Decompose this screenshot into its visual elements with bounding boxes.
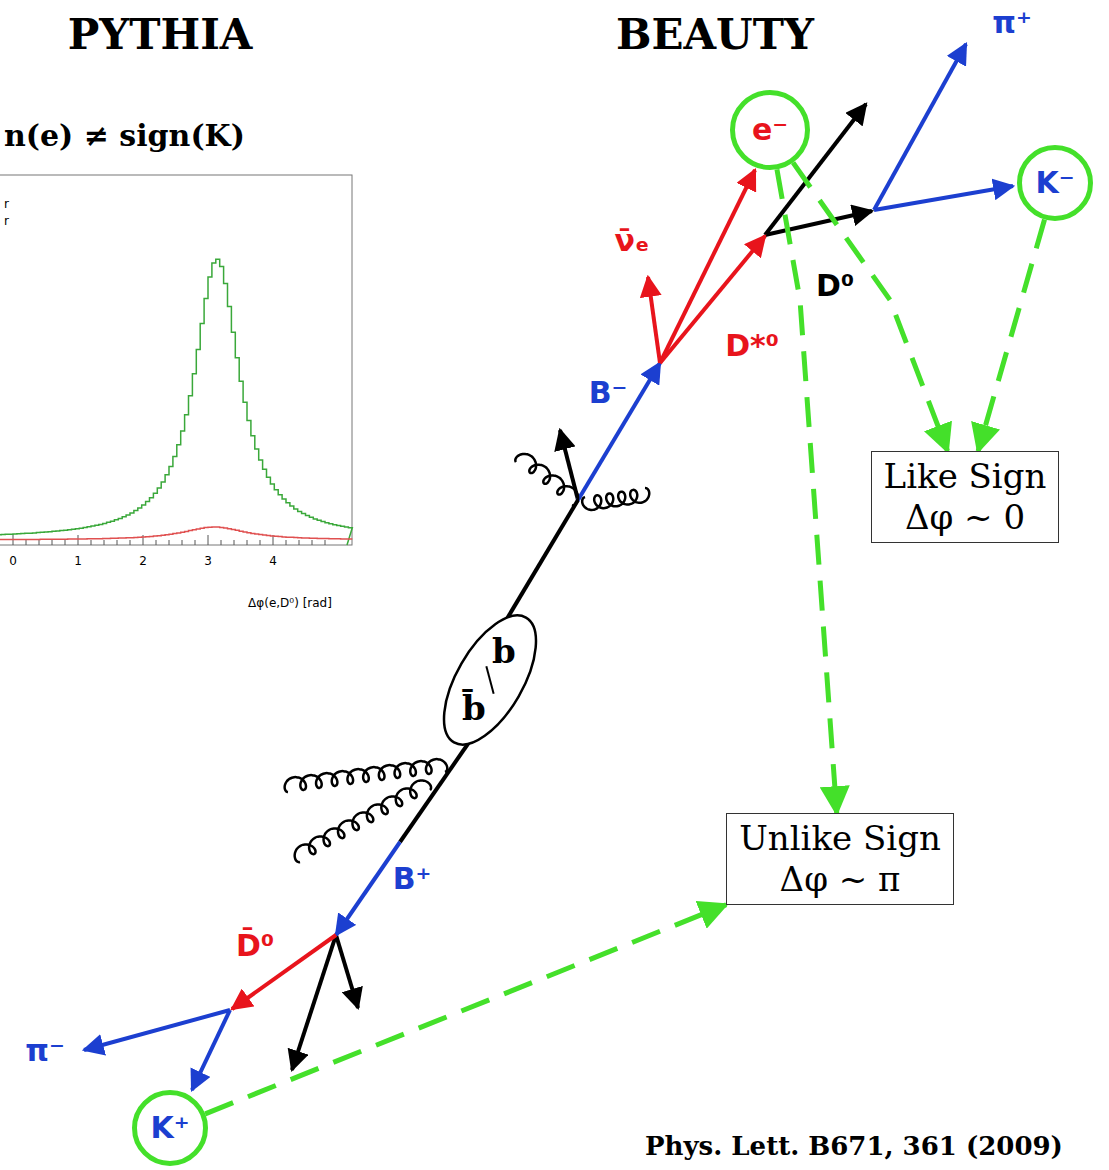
b-meson-arrow <box>578 363 660 500</box>
quark-pair-ellipse: bb̄ <box>435 605 545 755</box>
plot-frame <box>0 175 352 545</box>
dashed-connector <box>978 220 1044 452</box>
tick-mark <box>117 540 118 545</box>
text-label: PYTHIA <box>68 12 253 58</box>
node-text: Unlike Sign <box>739 818 941 859</box>
note-box: Unlike SignΔφ ~ π <box>726 813 954 905</box>
tick-mark <box>208 535 209 545</box>
tick-mark <box>52 540 53 545</box>
node-text: K⁺ <box>150 1110 189 1146</box>
text-label: BEAUTY <box>616 12 814 58</box>
dashed-connector <box>777 169 837 813</box>
text-label: ν̄ₑ <box>615 224 650 257</box>
text-label: r <box>4 198 9 211</box>
text-label: Δφ(e,D⁰) [rad] <box>248 597 332 610</box>
gluon-curl <box>515 454 578 505</box>
tick-mark <box>299 540 300 545</box>
pion-arrow <box>874 44 966 210</box>
dashed-connector <box>205 905 726 1114</box>
text-label: D*⁰ <box>725 329 779 362</box>
gluon-curl <box>295 780 431 862</box>
tick-mark <box>325 540 326 545</box>
tick-mark <box>130 540 131 545</box>
d0-arrow <box>765 211 872 235</box>
particle-circle: K⁻ <box>1017 145 1093 221</box>
ellipse-outline <box>435 605 545 755</box>
text-label: π⁻ <box>25 1034 65 1067</box>
tick-mark <box>169 540 170 545</box>
text-label: 4 <box>269 555 277 568</box>
node-text: Δφ ~ 0 <box>905 497 1025 538</box>
kaon-arrow <box>192 1010 230 1090</box>
hadron-arrow <box>292 935 336 1070</box>
node-text: Δφ ~ π <box>780 859 901 900</box>
tick-mark <box>65 540 66 545</box>
tick-mark <box>312 540 313 545</box>
tick-mark <box>39 540 40 545</box>
gluon-lines <box>285 454 650 862</box>
tick-mark <box>91 540 92 545</box>
text-label: 2 <box>139 555 147 568</box>
node-text: e⁻ <box>752 112 788 148</box>
node-text: b <box>492 631 516 672</box>
tick-mark <box>195 540 196 545</box>
histogram-red <box>0 527 352 540</box>
text-label: r <box>4 215 9 228</box>
neutrino-arrow <box>648 277 660 363</box>
tick-mark <box>221 540 222 545</box>
tick-mark <box>104 540 105 545</box>
tick-mark <box>78 535 79 545</box>
quark-line <box>505 500 578 622</box>
node-text: Like Sign <box>884 456 1047 497</box>
citation-caption: Phys. Lett. B671, 361 (2009) <box>645 1132 1063 1161</box>
text-label: D̄⁰ <box>236 929 274 962</box>
tick-mark <box>247 540 248 545</box>
text-label: 1 <box>74 555 82 568</box>
hadron-arrow <box>336 935 358 1008</box>
text-label: π⁺ <box>992 6 1032 39</box>
dashed-connector <box>793 163 947 452</box>
text-label: 3 <box>204 555 212 568</box>
tick-mark <box>234 540 235 545</box>
text-label: D⁰ <box>816 269 854 302</box>
note-box: Like SignΔφ ~ 0 <box>871 451 1060 543</box>
gluon-curl <box>285 759 448 792</box>
tick-mark <box>182 540 183 545</box>
pion-arrow <box>84 1010 230 1050</box>
text-label: n(e) ≠ sign(K) <box>4 119 245 152</box>
text-label: 0 <box>9 555 17 568</box>
tick-mark <box>260 540 261 545</box>
node-text: b̄ <box>462 688 486 729</box>
node-text: K⁻ <box>1035 165 1074 201</box>
particle-circle: e⁻ <box>730 90 810 170</box>
particle-circle: K⁺ <box>132 1090 208 1166</box>
text-label: B⁺ <box>393 862 432 895</box>
kaon-arrow <box>874 186 1013 210</box>
histogram-green <box>0 259 352 545</box>
tick-mark <box>26 540 27 545</box>
gluon-curl <box>582 488 649 510</box>
text-label: B⁻ <box>589 376 628 409</box>
ellipse-shape <box>435 605 545 755</box>
tick-mark <box>156 540 157 545</box>
b-meson-arrow <box>336 842 400 935</box>
tick-mark <box>286 540 287 545</box>
